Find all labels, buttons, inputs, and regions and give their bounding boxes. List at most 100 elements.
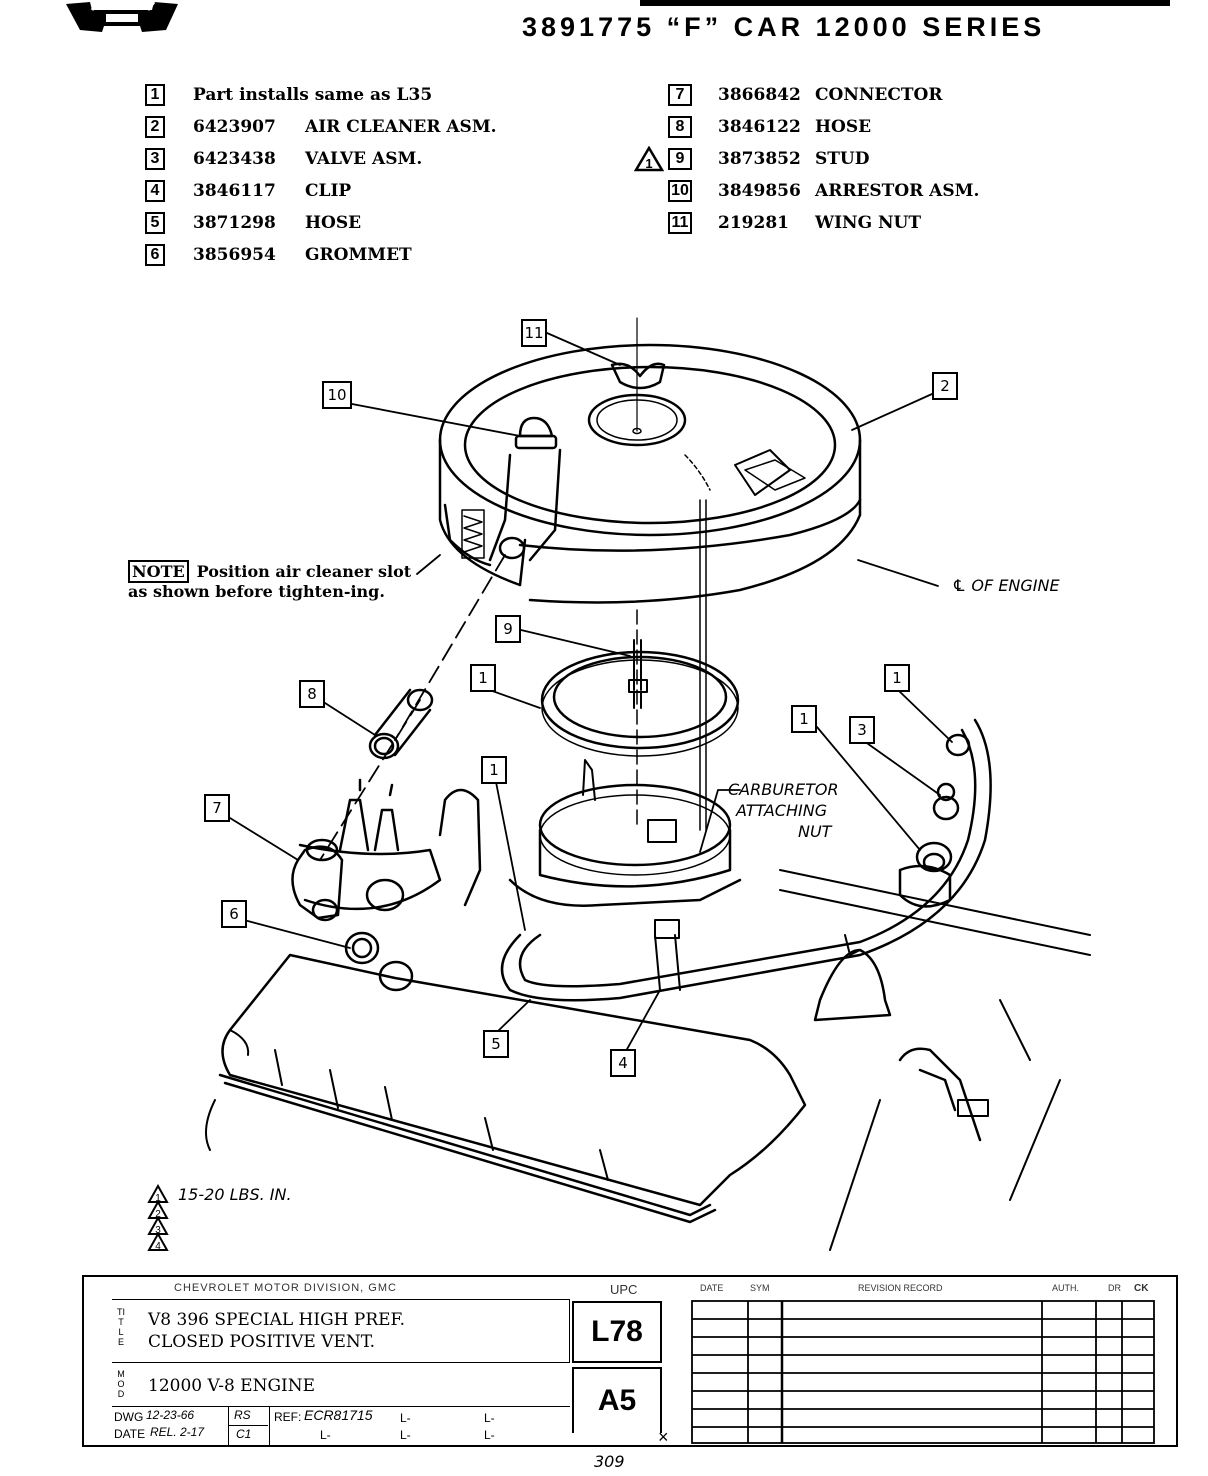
- part-name: AIR CLEANER ASM.: [305, 117, 497, 137]
- l-mark: L-: [320, 1428, 331, 1442]
- callout-2: 2: [932, 372, 958, 400]
- carburetor-label-line2: ATTACHING: [736, 801, 828, 820]
- l-mark: L-: [400, 1428, 411, 1442]
- revision-col-record: REVISION RECORD: [858, 1283, 943, 1293]
- group-code: A5: [572, 1367, 662, 1433]
- ref-box: 5: [145, 212, 165, 234]
- callout-1: 1: [481, 756, 507, 784]
- ref-label: REF:: [274, 1410, 302, 1424]
- revision-col-ck: CK: [1134, 1283, 1149, 1294]
- callout-1: 1: [470, 664, 496, 692]
- part-name: STUD: [815, 149, 870, 169]
- parts-list-row: 11 219281 WING NUT: [668, 210, 921, 236]
- part-number: 3849856: [718, 181, 801, 201]
- ref-box: 3: [145, 148, 165, 170]
- svg-text:1: 1: [155, 1193, 161, 1204]
- page-title: 3891775 “F” CAR 12000 SERIES: [522, 12, 1046, 42]
- torque-mark-4-icon: 4: [147, 1232, 169, 1252]
- ref-box: 10: [668, 180, 692, 202]
- part-name: WING NUT: [815, 213, 922, 233]
- callout-1: 1: [884, 664, 910, 692]
- callout-9: 9: [495, 615, 521, 643]
- model-section: [112, 1363, 570, 1407]
- torque-warning-number: 1: [645, 156, 652, 171]
- svg-text:2: 2: [155, 1209, 161, 1220]
- model-side-label: MOD: [117, 1369, 125, 1399]
- part-description: Part installs same as L35: [193, 85, 433, 105]
- valve-cover: [205, 953, 807, 1224]
- callout-5: 5: [483, 1030, 509, 1058]
- title-side-label: TITLE: [117, 1307, 125, 1347]
- part-number: 6423907: [193, 117, 276, 137]
- ref-box: 9: [668, 148, 692, 170]
- part-name: HOSE: [815, 117, 872, 137]
- torque-spec: 15-20 LBS. IN.: [178, 1185, 292, 1204]
- chevrolet-logo-icon: [66, 1, 178, 32]
- parts-list-row: 2 6423907 AIR CLEANER ASM.: [145, 114, 497, 140]
- part-name: VALVE ASM.: [305, 149, 423, 169]
- part-number: 3866842: [718, 85, 801, 105]
- note-text: Position air cleaner slot as shown befor…: [128, 562, 412, 601]
- revision-col-date: DATE: [700, 1283, 724, 1293]
- revision-record-table: DATE SYM REVISION RECORD AUTH. DR CK: [688, 1277, 1178, 1447]
- title-line-1: V8 396 SPECIAL HIGH PREF.: [148, 1310, 406, 1330]
- initials-1: RS: [234, 1408, 251, 1422]
- part-name: HOSE: [305, 213, 362, 233]
- callout-7: 7: [204, 794, 230, 822]
- ref-box: 6: [145, 244, 165, 266]
- exploded-diagram: [205, 317, 1091, 1251]
- parts-list-row: 5 3871298 HOSE: [145, 210, 361, 236]
- parts-list-row: 1 9 3873852 STUD: [634, 146, 870, 172]
- revision-col-dr: DR: [1108, 1283, 1121, 1293]
- part-number: 3873852: [718, 149, 801, 169]
- initials-divider: [228, 1425, 268, 1426]
- svg-text:4: 4: [155, 1241, 161, 1252]
- hose-8: [368, 688, 434, 760]
- parts-list-row: 8 3846122 HOSE: [668, 114, 871, 140]
- pcv-hose: [500, 718, 992, 1002]
- air-cleaner-assembly: [438, 343, 862, 604]
- connector: [291, 838, 344, 922]
- l-mark: L-: [484, 1428, 495, 1442]
- initials-2: C1: [236, 1427, 252, 1441]
- carburetor: [508, 759, 742, 907]
- parts-list-row: 10 3849856 ARRESTOR ASM.: [668, 178, 979, 204]
- part-number: 3846117: [193, 181, 276, 201]
- dwg-date: 12-23-66: [146, 1408, 195, 1422]
- part-number: 6423438: [193, 149, 276, 169]
- ref-box: 2: [145, 116, 165, 138]
- centerline-label: ℄ OF ENGINE: [952, 576, 1060, 595]
- ref-value: ECR81715: [304, 1407, 373, 1423]
- title-section: [112, 1299, 570, 1363]
- part-name: GROMMET: [305, 245, 412, 265]
- callout-6: 6: [221, 900, 247, 928]
- part-number: 3846122: [718, 117, 801, 137]
- note-tag: NOTE: [128, 560, 189, 583]
- date-value: REL. 2-17: [150, 1425, 205, 1439]
- upc-header: UPC: [610, 1282, 638, 1297]
- part-name: ARRESTOR ASM.: [815, 181, 980, 201]
- revision-grid: [691, 1300, 1155, 1444]
- title-line-2: CLOSED POSITIVE VENT.: [148, 1332, 376, 1352]
- engine-block: [779, 869, 1091, 1251]
- ref-box: 4: [145, 180, 165, 202]
- ref-box: 1: [145, 84, 165, 106]
- l-mark: L-: [484, 1411, 495, 1425]
- initials-cell: [228, 1407, 270, 1445]
- parts-list-row: 1 Part installs same as L35: [145, 82, 432, 108]
- page-number: 309: [594, 1452, 625, 1471]
- stud: [628, 639, 648, 709]
- part-name: CLIP: [305, 181, 352, 201]
- callout-11: 11: [521, 319, 547, 347]
- callout-3: 3: [849, 716, 875, 744]
- part-number: 3871298: [193, 213, 276, 233]
- torque-warning-icon: 1: [634, 146, 664, 172]
- grommet: [344, 931, 414, 992]
- parts-list: 1 Part installs same as L35 2 6423907 AI…: [0, 0, 1208, 280]
- callout-10: 10: [322, 381, 352, 409]
- model-text: 12000 V-8 ENGINE: [148, 1376, 316, 1396]
- part-number: 219281: [718, 213, 789, 233]
- parts-list-row: 6 3856954 GROMMET: [145, 242, 412, 268]
- callout-4: 4: [610, 1049, 636, 1077]
